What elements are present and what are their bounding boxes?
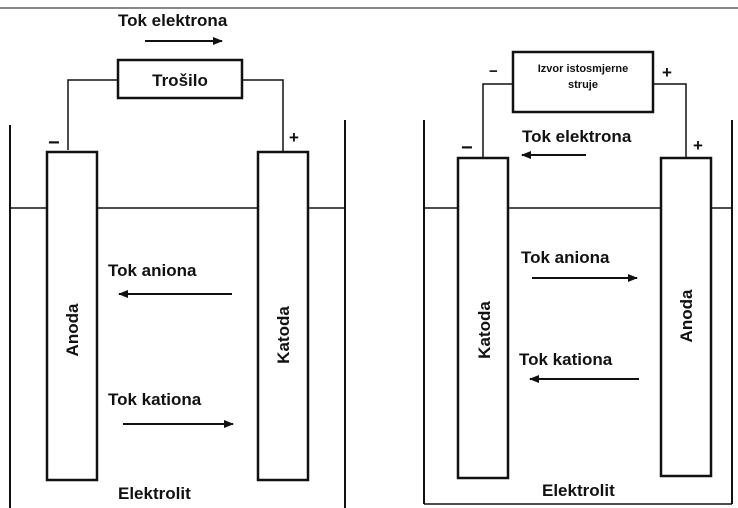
dc-source-label-line1: Izvor istosmjerne [538, 63, 628, 75]
left-anion-flow-label: Tok aniona [108, 261, 197, 280]
left-cell-anode-electrode [45, 150, 99, 482]
left-cell-cathode-label: Katoda [274, 306, 293, 364]
left-electron-flow-label: Tok elektrona [118, 11, 228, 30]
right-external-wire-left [482, 83, 513, 158]
right-anode-plus-sign: + [693, 136, 703, 155]
left-cell: Tok elektrona Trošilo − + Anoda Katoda T… [9, 11, 346, 508]
left-external-wire-left [67, 79, 118, 150]
right-cation-flow-label: Tok kationa [519, 350, 613, 369]
load-box [116, 58, 244, 100]
right-cell: Izvor istosmjerne struje − + − + Tok ele… [423, 50, 733, 505]
right-cell-cathode-electrode [456, 156, 510, 480]
left-cell-anode-label: Anoda [63, 303, 82, 356]
left-external-wire-right [242, 79, 284, 152]
left-cell-minus-sign: − [48, 132, 60, 154]
dc-source-box [511, 50, 655, 114]
dc-source-label-line2: struje [568, 79, 598, 91]
left-electrolyte-label: Elektrolit [118, 484, 191, 503]
left-cell-cathode-electrode [256, 150, 310, 482]
right-electrolyte-label: Elektrolit [542, 481, 615, 500]
right-cell-anode-electrode [659, 156, 713, 478]
right-cell-anode-label: Anoda [677, 289, 696, 342]
left-cell-plus-sign: + [289, 128, 299, 147]
right-anion-flow-label: Tok aniona [521, 248, 610, 267]
right-cathode-minus-sign: − [461, 137, 473, 159]
load-label: Trošilo [152, 71, 208, 90]
right-electron-flow-label: Tok elektrona [522, 127, 632, 146]
left-cation-flow-label: Tok kationa [108, 390, 202, 409]
right-cell-cathode-label: Katoda [475, 301, 494, 359]
right-source-plus-sign: + [662, 63, 672, 82]
right-source-minus-sign: − [489, 63, 498, 80]
right-external-wire-right [653, 83, 687, 158]
